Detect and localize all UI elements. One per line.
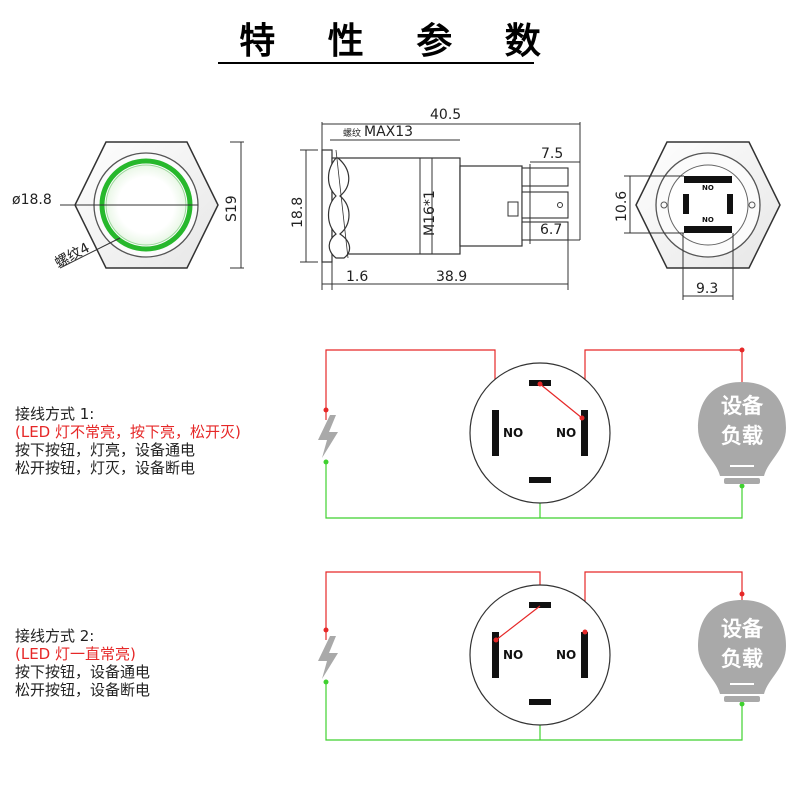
thread-spec-label: M16*1 xyxy=(422,190,438,236)
terminal-mid xyxy=(521,191,569,219)
thread-length-prefix: 螺纹 xyxy=(343,127,361,139)
switch-base-circle-2 xyxy=(469,584,611,726)
title-underline xyxy=(218,62,534,64)
red-wire-led xyxy=(325,349,496,420)
rear-led-neg xyxy=(683,194,689,214)
red-jumper-2 xyxy=(495,605,541,641)
body-length-label: 38.9 xyxy=(436,269,467,285)
switch2-terminal-top xyxy=(529,602,551,608)
wiring-1-description: 接线方式 1: (LED 灯不常亮，按下亮，松开灭) 按下按钮，灯亮，设备通电 … xyxy=(15,405,241,477)
total-length-label: 40.5 xyxy=(430,107,461,123)
nut-profile xyxy=(327,157,351,259)
hex-label: S19 xyxy=(224,195,240,222)
wiring-2-line-1: 按下按钮，设备通电 xyxy=(15,663,151,681)
wiring-1-title: 接线方式 1: xyxy=(15,405,95,423)
red-jumper xyxy=(539,383,583,419)
side-view: 40.5 螺纹 MAX13 M16*1 xyxy=(290,107,581,290)
terminal-length-label: 7.5 xyxy=(541,146,563,162)
load-label-2: 负载 xyxy=(721,424,763,448)
thread-label: 螺纹4 xyxy=(52,240,92,271)
threaded-body xyxy=(331,157,461,255)
terminal-top xyxy=(521,167,569,187)
thread-leader xyxy=(59,237,121,269)
contact-no-left: NO xyxy=(503,426,523,440)
power-bolt-icon xyxy=(318,415,338,458)
thread-length-label: MAX13 xyxy=(364,124,413,140)
load-label-1: 设备 xyxy=(721,394,764,418)
switch2-terminal-right xyxy=(581,632,588,678)
switch2-terminal-left xyxy=(492,632,499,678)
switch2-terminal-bottom xyxy=(529,699,551,705)
wiring-2-description: 接线方式 2: (LED 灯一直常亮) 按下按钮，设备通电 松开按钮，设备断电 xyxy=(15,627,150,699)
wiring-diagram-2: NO NO 设备 负载 xyxy=(318,571,786,741)
contact-no-right: NO xyxy=(556,426,576,440)
rear-view: NO NO 10.6 9.3 xyxy=(614,141,781,300)
load-bulb-icon xyxy=(698,382,786,476)
load2-label-1: 设备 xyxy=(721,617,764,641)
power-bolt-icon-2 xyxy=(318,636,338,679)
rear-terminal-bottom xyxy=(684,226,732,233)
page-title: 特 性 参 数 xyxy=(239,21,561,62)
switch-base-circle xyxy=(469,362,611,504)
rear-width-label: 9.3 xyxy=(696,281,718,297)
rear-no-top: NO xyxy=(702,184,714,192)
green-wire xyxy=(325,462,743,519)
wiring-diagram-1: NO NO 设备 负载 xyxy=(318,347,786,519)
wiring-2-title: 接线方式 2: xyxy=(15,627,95,645)
switch-terminal-bottom xyxy=(529,477,551,483)
front-view: ø18.8 螺纹4 S19 xyxy=(12,141,244,272)
terminal-width-label: 6.7 xyxy=(540,222,562,238)
wiring-1-note: (LED 灯不常亮，按下亮，松开灭) xyxy=(15,423,241,441)
rear-terminal-top xyxy=(684,176,732,183)
contact2-no-right: NO xyxy=(556,648,576,662)
wiring-2-note: (LED 灯一直常亮) xyxy=(15,645,136,663)
load2-label-2: 负载 xyxy=(721,647,763,671)
green-wire-2 xyxy=(325,682,743,741)
rear-no-bottom: NO xyxy=(702,216,714,224)
diameter-label: ø18.8 xyxy=(12,192,52,208)
switch-terminal-left xyxy=(492,410,499,456)
wiring-2-line-2: 松开按钮，设备断电 xyxy=(15,681,151,699)
bezel-label: 1.6 xyxy=(346,269,368,285)
load-bulb-icon-2 xyxy=(698,600,786,694)
switch-terminal-right xyxy=(581,410,588,456)
body-height-label: 18.8 xyxy=(290,197,306,228)
rear-led-pos xyxy=(727,194,733,214)
wiring-1-line-1: 按下按钮，灯亮，设备通电 xyxy=(15,441,196,459)
contact2-no-left: NO xyxy=(503,648,523,662)
wiring-1-line-2: 松开按钮，灯灭，设备断电 xyxy=(15,459,196,477)
rear-height-label: 10.6 xyxy=(614,191,630,222)
rear-base xyxy=(667,164,749,246)
